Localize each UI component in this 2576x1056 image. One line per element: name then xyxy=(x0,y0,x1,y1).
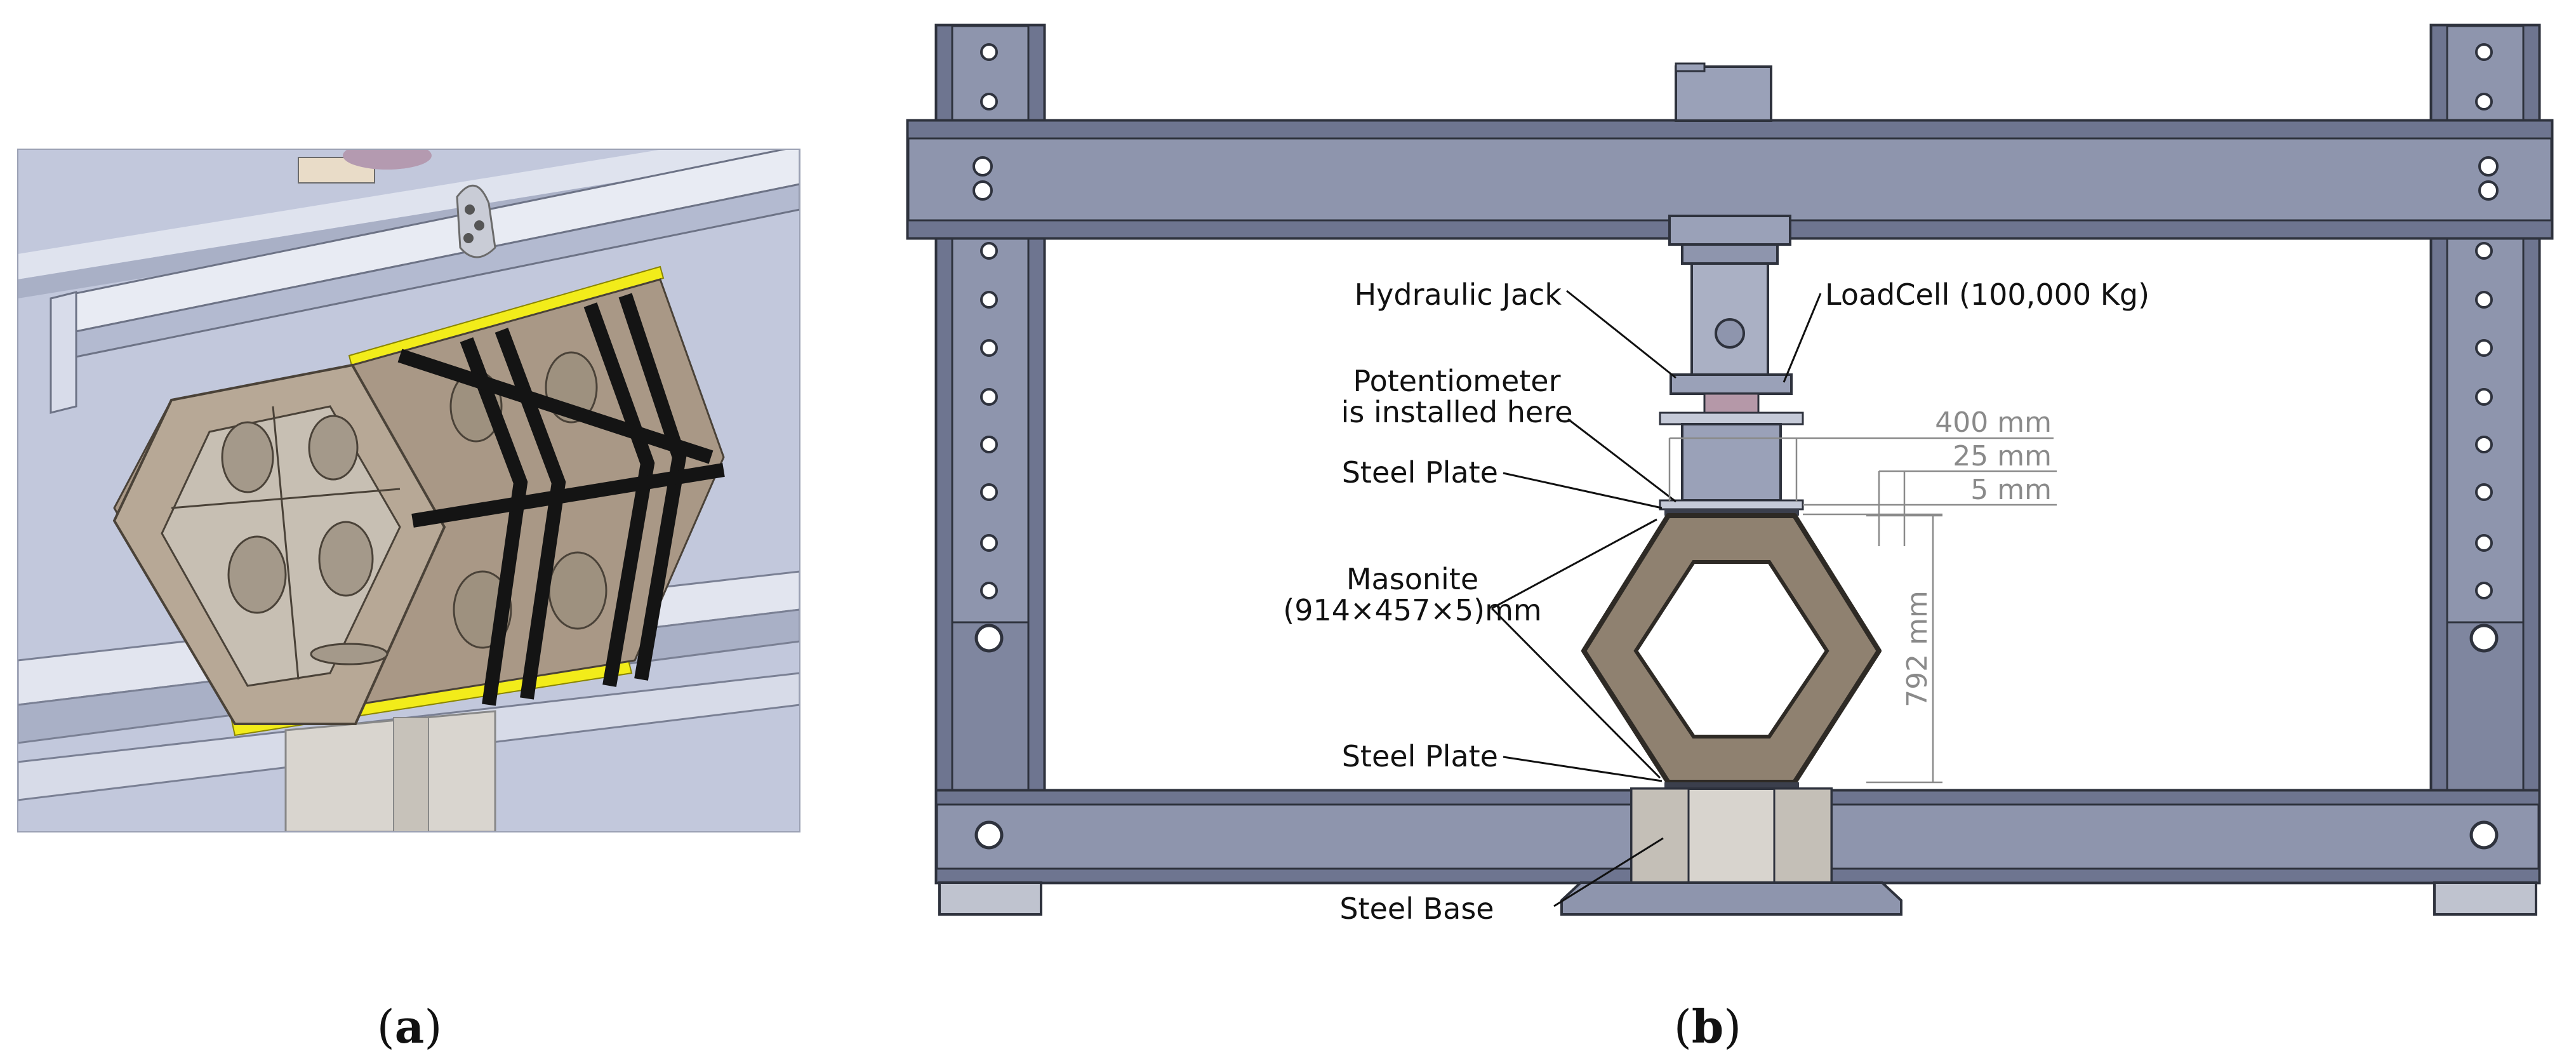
label-masonite-line2: (914×457×5)mm xyxy=(1283,593,1541,627)
caption-b-open: ( xyxy=(1674,1000,1692,1053)
panel-a-3d-model xyxy=(17,149,800,832)
column-holes xyxy=(980,43,2493,599)
loading-assembly xyxy=(1659,215,1804,516)
dimension-792mm: 792 mm xyxy=(1901,591,1934,707)
strap-bands xyxy=(397,293,725,706)
caption-b-letter: b xyxy=(1692,999,1723,1053)
label-masonite-line1: Masonite xyxy=(1346,562,1478,596)
dimension-25mm: 25 mm xyxy=(1953,440,2052,472)
dimension-5mm: 5 mm xyxy=(1970,474,2052,506)
dimension-lines xyxy=(1668,437,2057,784)
label-load-cell: LoadCell (100,000 Kg) xyxy=(1825,277,2149,312)
label-steel-plate-bottom: Steel Plate xyxy=(1342,739,1498,773)
svg-text:(a): (a) xyxy=(377,999,442,1053)
caption-a-close: ) xyxy=(424,1000,442,1053)
caption-b: (b) xyxy=(1674,999,1742,1053)
top-crossbeam xyxy=(906,62,2554,240)
masonite-hexagon xyxy=(1581,513,1882,789)
label-steel-plate-top: Steel Plate xyxy=(1342,455,1498,490)
label-potentiometer-line2: is installed here xyxy=(1341,395,1573,429)
caption-a: (a) xyxy=(377,999,442,1053)
caption-a-letter: a xyxy=(395,999,425,1053)
steel-base xyxy=(1560,787,1902,916)
svg-text:(b): (b) xyxy=(1674,999,1742,1053)
label-hydraulic-jack: Hydraulic Jack xyxy=(1355,277,1562,312)
caption-b-close: ) xyxy=(1723,1000,1741,1053)
label-steel-base: Steel Base xyxy=(1339,892,1494,926)
label-potentiometer-line1: Potentiometer xyxy=(1353,364,1560,398)
caption-a-open: ( xyxy=(377,1000,395,1053)
dimension-400mm: 400 mm xyxy=(1935,406,2052,439)
panel-b-test-frame: Hydraulic Jack LoadCell (100,000 Kg) Pot… xyxy=(906,23,2554,926)
leader-lines xyxy=(1490,290,1822,907)
